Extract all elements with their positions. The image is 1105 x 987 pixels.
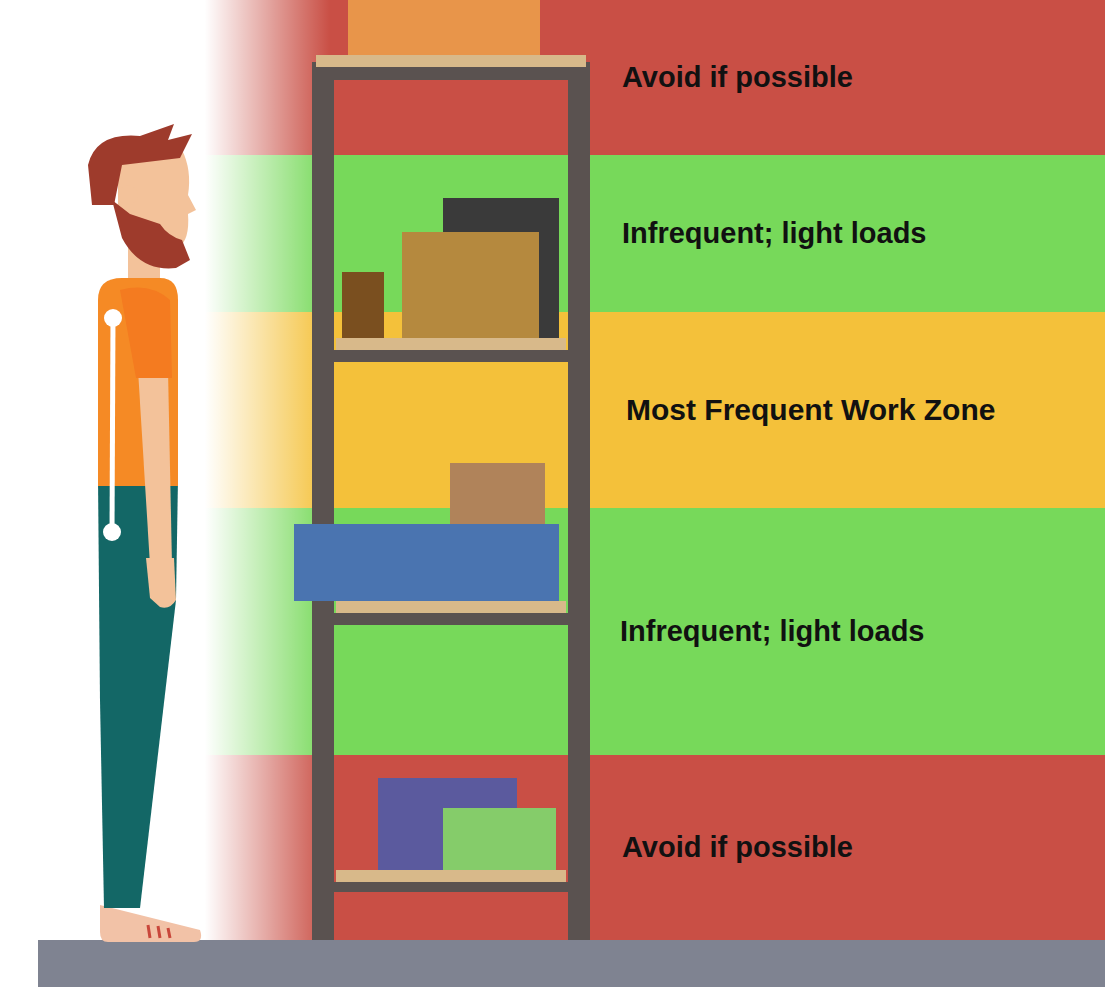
shelf-bar [312, 613, 590, 625]
shelf-board [336, 601, 566, 613]
shelf-post [312, 62, 334, 940]
shelf-bar [312, 882, 590, 892]
shoulder-joint [104, 309, 122, 327]
zone-label: Infrequent; light loads [620, 615, 925, 648]
joint-line [112, 318, 113, 532]
shelf-bar [312, 350, 590, 362]
hand [146, 558, 176, 608]
shelf-board [336, 870, 566, 882]
person [88, 124, 201, 942]
zone-label: Infrequent; light loads [622, 217, 927, 250]
small-box [342, 272, 384, 338]
shelf-board [316, 55, 586, 67]
blue-box [294, 524, 559, 601]
sleeve [120, 288, 172, 378]
top-box [348, 0, 540, 55]
brown-box [402, 232, 539, 338]
tan-box [450, 463, 545, 525]
shoe [100, 905, 201, 942]
hip-joint [103, 523, 121, 541]
hair [88, 124, 192, 205]
shelf-bar [312, 67, 590, 80]
beard [112, 200, 190, 268]
shelf-post [568, 62, 590, 940]
shelf-board [336, 338, 566, 350]
green-box [443, 808, 556, 870]
white-fade [0, 0, 330, 940]
floor [38, 940, 1105, 987]
zone-label: Most Frequent Work Zone [626, 393, 995, 427]
ear [118, 185, 138, 205]
arm [138, 370, 172, 565]
zone-label: Avoid if possible [622, 831, 853, 864]
zone-label: Avoid if possible [622, 61, 853, 94]
shoe-stripes [148, 925, 170, 938]
